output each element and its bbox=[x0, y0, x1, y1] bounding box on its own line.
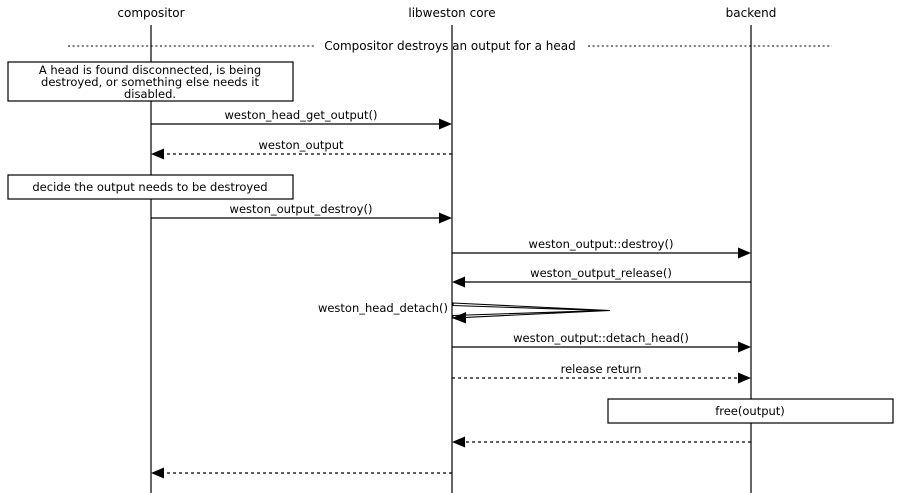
msg-weston-output-destroy-label: weston_output_destroy() bbox=[230, 202, 373, 216]
note-free-output: free(output) bbox=[607, 398, 894, 424]
msg-weston-output-destroy-vfunc-arrowhead bbox=[738, 247, 751, 259]
msg-weston-output-release-label: weston_output_release() bbox=[530, 266, 672, 280]
msg-destroy-return bbox=[151, 467, 452, 479]
msg-weston-head-get-output: weston_head_get_output() bbox=[151, 108, 452, 130]
msg-weston-output-arrowhead bbox=[151, 148, 164, 160]
note-head-disconnected: A head is found disconnected, is being d… bbox=[7, 61, 294, 102]
note-head-disconnected-line-3: disabled. bbox=[124, 87, 176, 101]
msg-weston-head-detach-loop bbox=[452, 302, 611, 319]
note-decide-destroy-box bbox=[7, 174, 294, 200]
note-head-disconnected-box bbox=[7, 61, 294, 102]
lifeline-labels-group: compositor libweston core backend bbox=[117, 6, 776, 20]
divider-group: Compositor destroys an output for a head bbox=[68, 39, 832, 53]
msg-weston-output-destroy-vfunc-label: weston_output::destroy() bbox=[529, 237, 674, 251]
lifeline-label-compositor: compositor bbox=[117, 6, 184, 20]
divider-label: Compositor destroys an output for a head bbox=[324, 39, 576, 53]
msg-weston-output-label: weston_output bbox=[259, 138, 344, 152]
note-head-disconnected-line-2: destroyed, or something else needs it bbox=[41, 75, 259, 89]
note-head-disconnected-line-1: A head is found disconnected, is being bbox=[39, 63, 261, 77]
note-decide-destroy: decide the output needs to be destroyed bbox=[7, 174, 294, 200]
msg-weston-output-release: weston_output_release() bbox=[452, 266, 751, 288]
lifeline-label-backend: backend bbox=[726, 6, 777, 20]
note-free-output-line-1: free(output) bbox=[715, 404, 785, 418]
msg-weston-output-release-arrowhead bbox=[452, 276, 465, 288]
msg-free-return-arrowhead bbox=[452, 436, 465, 448]
lifeline-label-libweston-core: libweston core bbox=[408, 6, 495, 20]
msg-weston-head-get-output-label: weston_head_get_output() bbox=[224, 108, 377, 122]
msg-release-return: release return bbox=[452, 362, 751, 384]
msg-weston-head-detach-label: weston_head_detach() bbox=[318, 301, 448, 315]
msg-release-return-arrowhead bbox=[738, 372, 751, 384]
note-free-output-box bbox=[607, 398, 894, 424]
msg-weston-head-get-output-arrowhead bbox=[439, 118, 452, 130]
msg-weston-head-detach: weston_head_detach() bbox=[318, 301, 611, 324]
msg-weston-output-destroy-arrowhead bbox=[439, 212, 452, 224]
msg-weston-output-detach-head-arrowhead bbox=[738, 341, 751, 353]
msg-weston-output-destroy-vfunc: weston_output::destroy() bbox=[452, 237, 751, 259]
msg-weston-output: weston_output bbox=[151, 138, 452, 160]
msg-weston-output-detach-head: weston_output::detach_head() bbox=[452, 331, 751, 353]
msg-destroy-return-arrowhead bbox=[151, 467, 164, 479]
msg-weston-output-detach-head-label: weston_output::detach_head() bbox=[513, 331, 689, 345]
msg-weston-head-detach-arrowhead bbox=[452, 312, 466, 324]
msg-release-return-label: release return bbox=[561, 362, 642, 376]
msg-free-return bbox=[452, 436, 751, 448]
msg-weston-output-destroy: weston_output_destroy() bbox=[151, 202, 452, 224]
note-decide-destroy-line-1: decide the output needs to be destroyed bbox=[32, 180, 267, 194]
